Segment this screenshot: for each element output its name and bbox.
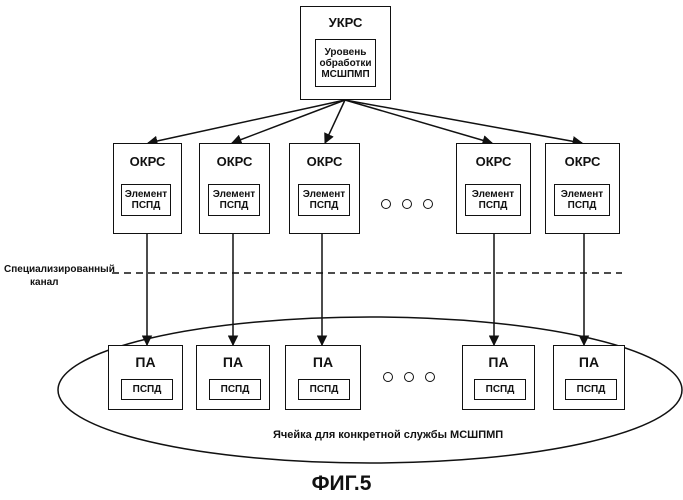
okrs-inner-line-1: Элемент xyxy=(213,189,255,200)
pa-pspd: ПСПД xyxy=(565,379,617,400)
okrs-to-pa-arrows xyxy=(147,234,584,345)
okrs-box-2: ОКРС Элемент ПСПД xyxy=(199,143,270,234)
okrs-inner-line-2: ПСПД xyxy=(132,200,161,211)
okrs-title: ОКРС xyxy=(114,154,181,169)
pa-title: ПА xyxy=(286,354,360,370)
okrs-box-4: ОКРС Элемент ПСПД xyxy=(456,143,531,234)
okrs-inner-line-1: Элемент xyxy=(303,189,345,200)
pa-box-1: ПА ПСПД xyxy=(108,345,183,410)
okrs-element-pspd: Элемент ПСПД xyxy=(554,184,610,216)
pa-box-5: ПА ПСПД xyxy=(553,345,625,410)
channel-label: Специализированный канал xyxy=(4,263,115,289)
okrs-title: ОКРС xyxy=(546,154,619,169)
okrs-inner-line-1: Элемент xyxy=(561,189,603,200)
ellipsis-dot xyxy=(423,199,433,209)
ukrs-processing-level: Уровень обработки МСШПМП xyxy=(315,39,376,87)
ellipsis-dot xyxy=(381,199,391,209)
pa-title: ПА xyxy=(197,354,269,370)
okrs-box-1: ОКРС Элемент ПСПД xyxy=(113,143,182,234)
service-cell-label: Ячейка для конкретной службы МСШПМП xyxy=(273,429,503,441)
channel-label-line-1: Специализированный xyxy=(4,263,115,276)
pa-title: ПА xyxy=(463,354,534,370)
pa-title: ПА xyxy=(554,354,624,370)
pa-pspd: ПСПД xyxy=(298,379,350,400)
top-to-okrs-arrows xyxy=(148,100,582,143)
ukrs-inner-line-2: обработки xyxy=(319,58,371,69)
ellipsis-dot xyxy=(402,199,412,209)
ellipsis-dot xyxy=(425,372,435,382)
pa-inner-text: ПСПД xyxy=(221,384,250,395)
ukrs-box: УКРС Уровень обработки МСШПМП xyxy=(300,6,391,100)
okrs-inner-line-2: ПСПД xyxy=(568,200,597,211)
okrs-inner-line-2: ПСПД xyxy=(479,200,508,211)
pa-box-2: ПА ПСПД xyxy=(196,345,270,410)
pa-inner-text: ПСПД xyxy=(486,384,515,395)
okrs-inner-line-2: ПСПД xyxy=(310,200,339,211)
figure-caption: ФИГ.5 xyxy=(0,472,683,496)
pa-title: ПА xyxy=(109,354,182,370)
ukrs-inner-line-3: МСШПМП xyxy=(321,69,369,80)
okrs-element-pspd: Элемент ПСПД xyxy=(121,184,171,216)
okrs-element-pspd: Элемент ПСПД xyxy=(298,184,350,216)
ukrs-inner-line-1: Уровень xyxy=(325,47,367,58)
okrs-inner-line-1: Элемент xyxy=(125,189,167,200)
ellipsis-dot xyxy=(383,372,393,382)
okrs-box-3: ОКРС Элемент ПСПД xyxy=(289,143,360,234)
okrs-inner-line-1: Элемент xyxy=(472,189,514,200)
okrs-title: ОКРС xyxy=(290,154,359,169)
pa-box-4: ПА ПСПД xyxy=(462,345,535,410)
pa-inner-text: ПСПД xyxy=(310,384,339,395)
pa-pspd: ПСПД xyxy=(474,379,526,400)
arrow-top-okrs-1 xyxy=(148,100,345,143)
pa-pspd: ПСПД xyxy=(121,379,173,400)
ellipsis-dot xyxy=(404,372,414,382)
ukrs-title: УКРС xyxy=(301,15,390,30)
okrs-inner-line-2: ПСПД xyxy=(220,200,249,211)
arrow-top-okrs-5 xyxy=(345,100,582,143)
okrs-element-pspd: Элемент ПСПД xyxy=(465,184,521,216)
pa-inner-text: ПСПД xyxy=(133,384,162,395)
pa-ellipsis-dots xyxy=(383,372,435,382)
okrs-box-5: ОКРС Элемент ПСПД xyxy=(545,143,620,234)
okrs-element-pspd: Элемент ПСПД xyxy=(208,184,260,216)
okrs-ellipsis-dots xyxy=(381,199,433,209)
okrs-title: ОКРС xyxy=(200,154,269,169)
channel-label-line-2: канал xyxy=(4,276,115,289)
okrs-title: ОКРС xyxy=(457,154,530,169)
pa-inner-text: ПСПД xyxy=(577,384,606,395)
pa-box-3: ПА ПСПД xyxy=(285,345,361,410)
pa-pspd: ПСПД xyxy=(209,379,261,400)
arrow-top-okrs-4 xyxy=(345,100,492,143)
